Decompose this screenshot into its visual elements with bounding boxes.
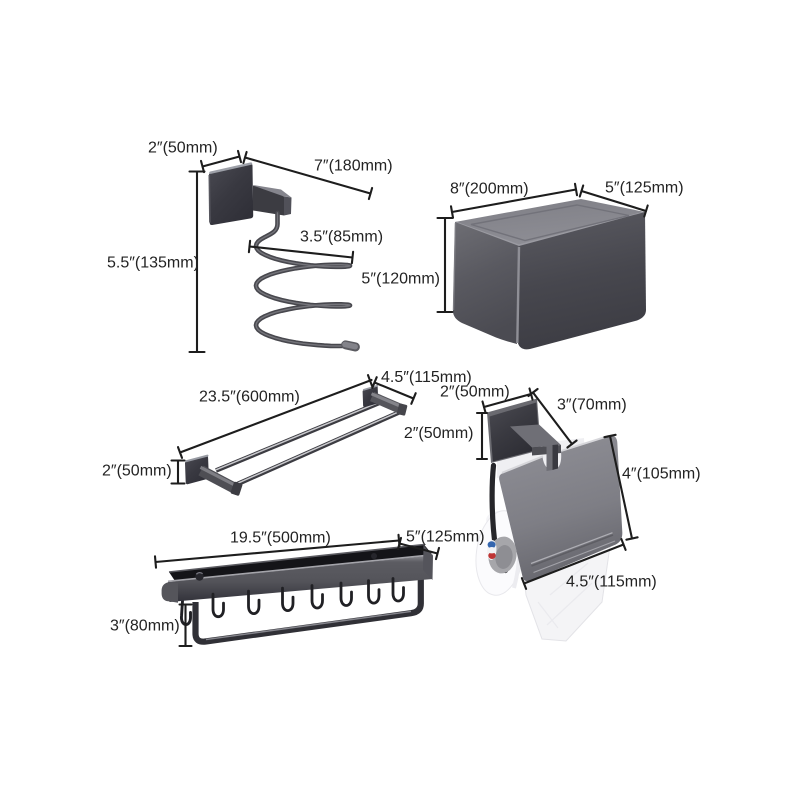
svg-text:5.5″(135mm): 5.5″(135mm) bbox=[107, 255, 199, 272]
svg-text:3.5″(85mm): 3.5″(85mm) bbox=[300, 229, 383, 246]
svg-text:2″(50mm): 2″(50mm) bbox=[440, 384, 510, 401]
svg-text:5″(125mm): 5″(125mm) bbox=[406, 529, 485, 546]
svg-text:23.5″(600mm): 23.5″(600mm) bbox=[199, 389, 300, 406]
svg-text:3″(70mm): 3″(70mm) bbox=[557, 397, 627, 414]
svg-text:7″(180mm): 7″(180mm) bbox=[314, 158, 393, 175]
svg-text:5″(120mm): 5″(120mm) bbox=[361, 271, 440, 288]
svg-text:4″(105mm): 4″(105mm) bbox=[622, 466, 701, 483]
svg-text:5″(125mm): 5″(125mm) bbox=[605, 180, 684, 197]
svg-text:2″(50mm): 2″(50mm) bbox=[102, 463, 172, 480]
svg-text:8″(200mm): 8″(200mm) bbox=[450, 181, 529, 198]
svg-text:19.5″(500mm): 19.5″(500mm) bbox=[230, 530, 331, 547]
svg-text:3″(80mm): 3″(80mm) bbox=[110, 618, 180, 635]
svg-text:4.5″(115mm): 4.5″(115mm) bbox=[566, 574, 657, 591]
svg-text:2″(50mm): 2″(50mm) bbox=[404, 425, 474, 442]
svg-text:4.5″(115mm): 4.5″(115mm) bbox=[381, 369, 472, 386]
svg-text:2″(50mm): 2″(50mm) bbox=[148, 140, 218, 157]
